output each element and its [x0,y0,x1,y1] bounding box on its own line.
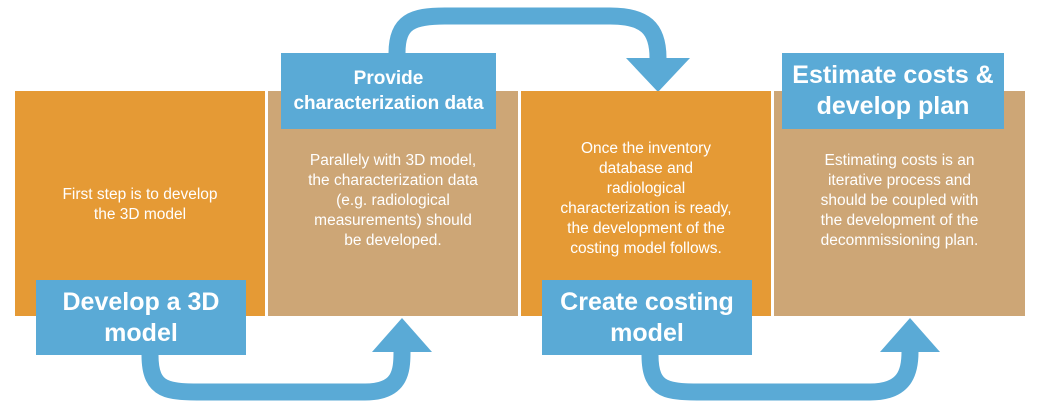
step-4-label: Estimate costs & develop plan [782,53,1004,129]
arrow-step2-to-step3 [388,7,667,59]
step-3-description: Once the inventory database and radiolog… [560,140,732,257]
step-3-label: Create costing model [542,280,752,355]
step-1-description: First step is to develop the 3D model [62,186,218,223]
step-4-description: Estimating costs is an iterative process… [820,152,979,249]
step-1-panel: First step is to develop the 3D model [15,91,265,316]
step-2-label: Provide characterization data [281,53,496,129]
step-3-panel: Once the inventory database and radiolog… [521,91,771,316]
arrowhead-step4-icon [880,318,940,352]
arrow-step1-to-step2 [141,351,411,401]
arrowhead-step3-icon [626,58,690,92]
arrow-step3-to-step4 [641,351,919,401]
step-1-label: Develop a 3D model [36,280,246,355]
step-2-description: Parallely with 3D model, the characteriz… [308,152,478,249]
arrowhead-step2-icon [372,318,432,352]
